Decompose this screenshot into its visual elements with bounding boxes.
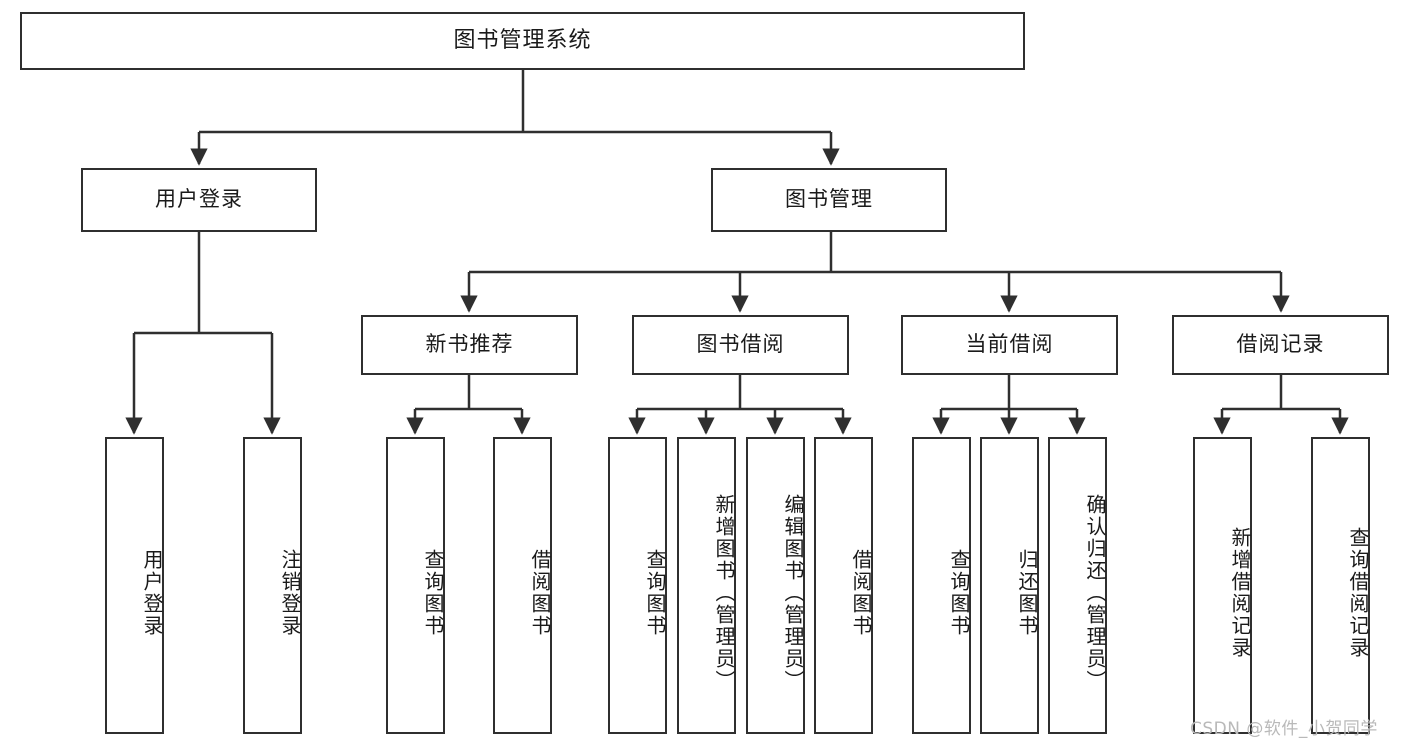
leaf-borrow-record-query[interactable]: 查询借阅记录 — [1311, 437, 1370, 734]
leaf-current-borrow-return-label: 归还图书 — [1015, 548, 1039, 637]
leaf-current-borrow-query-label: 查询图书 — [947, 548, 971, 637]
leaf-user-login-logout[interactable]: 注销登录 — [243, 437, 302, 734]
leaf-book-borrow-add[interactable]: 新增图书（管理员） — [677, 437, 736, 734]
node-user-login-label: 用户登录 — [155, 187, 243, 212]
leaf-current-borrow-confirm[interactable]: 确认归还（管理员） — [1048, 437, 1107, 734]
leaf-new-book-query[interactable]: 查询图书 — [386, 437, 445, 734]
leaf-book-borrow-edit[interactable]: 编辑图书（管理员） — [746, 437, 805, 734]
node-user-login[interactable]: 用户登录 — [81, 168, 317, 232]
leaf-user-login-logout-label: 注销登录 — [278, 548, 302, 637]
leaf-current-borrow-return[interactable]: 归还图书 — [980, 437, 1039, 734]
leaf-book-borrow-edit-label: 编辑图书（管理员） — [781, 493, 805, 692]
leaf-borrow-record-add[interactable]: 新增借阅记录 — [1193, 437, 1252, 734]
leaf-borrow-record-add-label: 新增借阅记录 — [1228, 526, 1252, 659]
csdn-watermark: CSDN @软件_小贺同学 — [1190, 719, 1378, 739]
node-book-manage[interactable]: 图书管理 — [711, 168, 947, 232]
leaf-book-borrow-query-label: 查询图书 — [643, 548, 667, 637]
leaf-current-borrow-confirm-label: 确认归还（管理员） — [1083, 493, 1107, 692]
leaf-new-book-borrow-label: 借阅图书 — [528, 548, 552, 637]
node-borrow-record-label: 借阅记录 — [1236, 332, 1325, 357]
leaf-new-book-query-label: 查询图书 — [421, 548, 445, 637]
leaf-user-login-login-label: 用户登录 — [140, 548, 164, 637]
leaf-book-borrow-borrow-label: 借阅图书 — [849, 548, 873, 637]
node-borrow-record[interactable]: 借阅记录 — [1172, 315, 1389, 375]
node-root-system[interactable]: 图书管理系统 — [20, 12, 1025, 70]
leaf-new-book-borrow[interactable]: 借阅图书 — [493, 437, 552, 734]
leaf-current-borrow-query[interactable]: 查询图书 — [912, 437, 971, 734]
node-new-book-recommend-label: 新书推荐 — [425, 332, 514, 357]
leaf-book-borrow-borrow[interactable]: 借阅图书 — [814, 437, 873, 734]
leaf-user-login-login[interactable]: 用户登录 — [105, 437, 164, 734]
node-current-borrow-label: 当前借阅 — [965, 332, 1054, 357]
node-current-borrow[interactable]: 当前借阅 — [901, 315, 1118, 375]
node-book-borrow[interactable]: 图书借阅 — [632, 315, 849, 375]
leaf-book-borrow-add-label: 新增图书（管理员） — [712, 493, 736, 692]
leaf-book-borrow-query[interactable]: 查询图书 — [608, 437, 667, 734]
node-book-borrow-label: 图书借阅 — [696, 332, 785, 357]
node-new-book-recommend[interactable]: 新书推荐 — [361, 315, 578, 375]
node-book-manage-label: 图书管理 — [785, 187, 873, 212]
node-root-system-label: 图书管理系统 — [453, 27, 592, 53]
leaf-borrow-record-query-label: 查询借阅记录 — [1346, 526, 1370, 659]
